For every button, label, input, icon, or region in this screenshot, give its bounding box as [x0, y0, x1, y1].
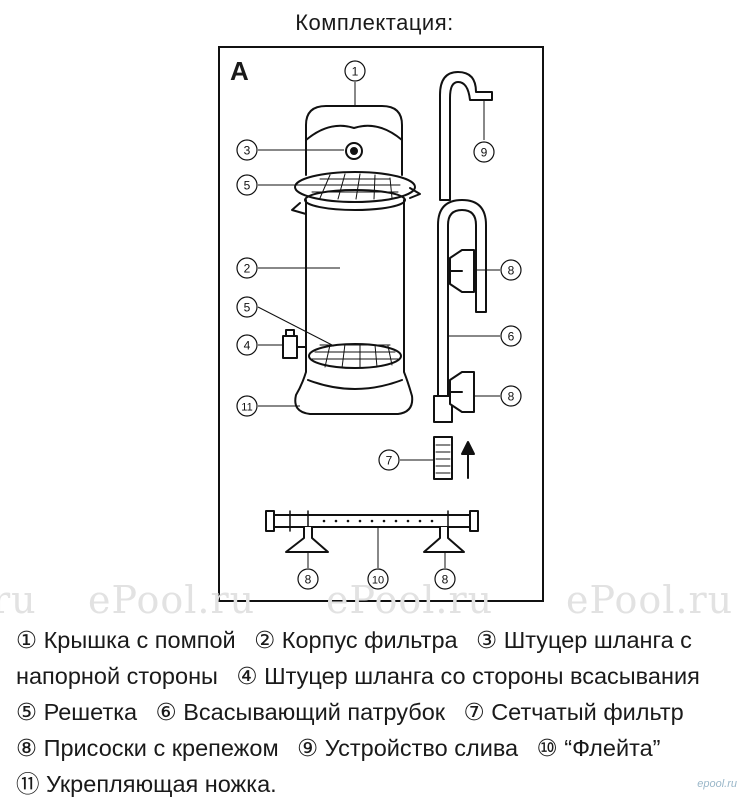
legend-line-3: ⑤ Решетка ⑥ Всасывающий патрубок ⑦ Сетча…: [16, 694, 746, 730]
callout-8-lower-label: 8: [508, 390, 515, 404]
callout-10-label: 10: [372, 575, 384, 587]
watermark-fragment: ru: [0, 578, 37, 622]
legend-item: ⑤ Решетка: [16, 699, 138, 725]
clip-right: [409, 187, 421, 199]
hose-connector: [282, 335, 298, 359]
drain-device: [439, 71, 493, 201]
intake-pipe-end: [433, 395, 453, 423]
legend-item: ① Крышка с помпой: [16, 627, 236, 653]
watermark-2: ePool.ru: [326, 578, 494, 622]
corner-logo: epool.ru: [697, 778, 737, 790]
legend-item: ③ Штуцер шланга с: [476, 627, 692, 653]
callout-11-label: 11: [241, 402, 252, 414]
watermark-1: ePool.ru: [88, 578, 256, 622]
legend-item: ⑧ Присоски с крепежом: [16, 735, 279, 761]
top-rim: [294, 171, 416, 203]
callout-7-label: 7: [386, 454, 393, 468]
spray-cup-left: [285, 526, 329, 553]
callout-9: [473, 141, 495, 163]
callout-8-lower: [500, 385, 522, 407]
base-foot: [294, 371, 414, 415]
callout-1: [344, 60, 366, 82]
legend-item: ⑩ “Флейта”: [536, 735, 661, 761]
legend-line-5: ⑪ Укрепляющая ножка.: [16, 766, 746, 802]
legend-item: напорной стороны: [16, 663, 218, 689]
panel-letter: A: [230, 56, 249, 86]
callout-4: [236, 334, 258, 356]
callout-8-upper-label: 8: [508, 264, 515, 278]
legend-item: ⑦ Сетчатый фильтр: [463, 699, 684, 725]
callout-2-label: 2: [244, 262, 251, 276]
page-title: Комплектация:: [295, 10, 454, 35]
callout-11: [236, 395, 258, 417]
callout-7: [378, 449, 400, 471]
callout-8-right-label: 8: [442, 573, 449, 587]
legend: ① Крышка с помпой ② Корпус фильтра ③ Шту…: [16, 622, 746, 802]
callout-6: [500, 325, 522, 347]
callout-2: [236, 257, 258, 279]
callout-5-bottom: [236, 296, 258, 318]
legend-item: ⑥ Всасывающий патрубок: [155, 699, 446, 725]
spray-cup-right: [423, 526, 465, 553]
callout-4-label: 4: [244, 339, 251, 353]
callout-8-left: [297, 568, 319, 590]
callout-10: [367, 568, 389, 590]
callout-5-bottom-label: 5: [244, 301, 251, 315]
watermark-3: ePool.ru: [566, 578, 734, 622]
callout-5-top-label: 5: [244, 179, 251, 193]
bottom-grid: [308, 343, 402, 369]
lid-contour: [305, 124, 403, 141]
legend-item: ⑪ Укрепляющая ножка.: [16, 771, 277, 797]
legend-item: ② Корпус фильтра: [254, 627, 458, 653]
clip-left: [291, 202, 307, 215]
callout-9-label: 9: [481, 146, 488, 160]
callout-1-label: 1: [352, 65, 359, 79]
callout-3: [236, 139, 258, 161]
lid-shape: [305, 105, 403, 176]
legend-item: ④ Штуцер шланга со стороны всасывания: [236, 663, 700, 689]
callout-3-label: 3: [244, 144, 251, 158]
legend-line-4: ⑧ Присоски с крепежом ⑨ Устройство слива…: [16, 730, 746, 766]
legend-line-1: ① Крышка с помпой ② Корпус фильтра ③ Шту…: [16, 622, 746, 658]
callout-8-upper: [500, 259, 522, 281]
legend-item: ⑨ Устройство слива: [297, 735, 519, 761]
callout-6-label: 6: [508, 330, 515, 344]
callout-8-left-label: 8: [305, 573, 312, 587]
figure-frame: [218, 46, 544, 602]
callout-5-top: [236, 174, 258, 196]
strainer-filter: [433, 436, 453, 480]
legend-line-2: напорной стороны ④ Штуцер шланга со стор…: [16, 658, 746, 694]
intake-pipe: [437, 199, 487, 405]
callout-8-right: [434, 568, 456, 590]
